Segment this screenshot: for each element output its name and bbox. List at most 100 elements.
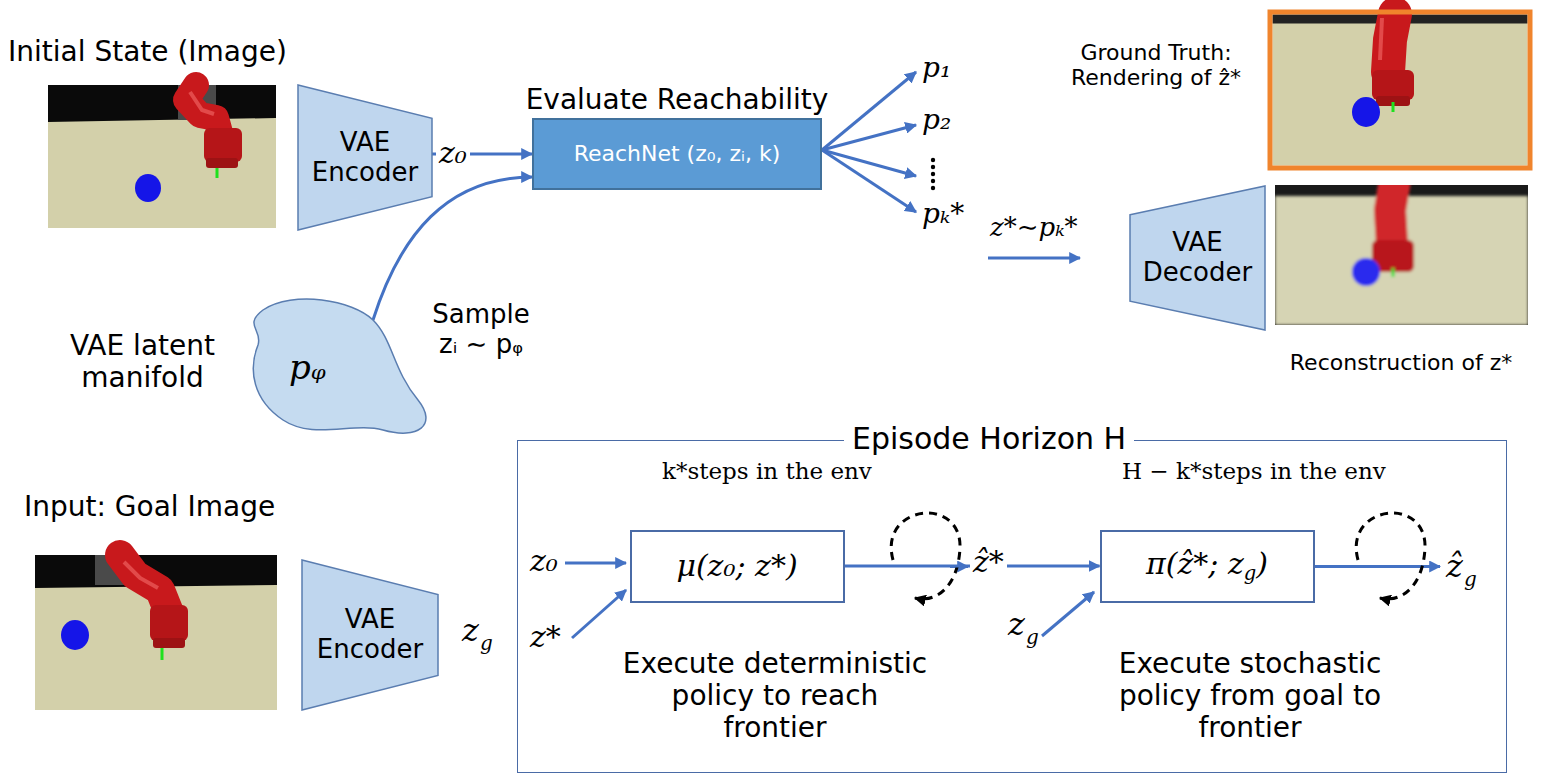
vae-encoder-outline [298, 85, 432, 230]
math-label: g [1464, 568, 1477, 591]
text-holder: VAE Encoder [298, 85, 432, 230]
initial-state-image [204, 128, 242, 162]
math-line: π(ẑ*; zg) [1146, 547, 1268, 585]
edge-label: ẑ* [970, 545, 1007, 580]
initial-state-image [190, 92, 214, 114]
ellipsis-dots [931, 158, 935, 190]
goal-image [35, 555, 277, 710]
frame-title: Episode Horizon H [844, 422, 1134, 457]
latent-manifold: VAE latent manifoldpᵩ [243, 290, 435, 442]
initial-state-image [216, 168, 219, 178]
box-label: VAE Decoder [1142, 228, 1254, 288]
math-label: H − k*steps in the env [1122, 458, 1386, 484]
goal-image [161, 648, 164, 660]
reconstruction-image [1392, 268, 1395, 277]
latent-manifold-outline [243, 290, 435, 442]
math-label: Initial State (Image) [8, 36, 287, 68]
math-label: g [480, 632, 493, 655]
sample-arrow [988, 257, 1080, 260]
text-holder: μ(z₀; z*) [632, 532, 843, 601]
math-label: Input: Goal Image [24, 491, 275, 523]
math-label: k*steps in the env [662, 458, 872, 484]
fan-arrows [822, 72, 916, 212]
fan-arrows [822, 150, 916, 176]
ground-truth-image [1388, 14, 1395, 72]
initial-state-image [48, 85, 276, 228]
box-heading: Evaluate Reachability [526, 84, 829, 116]
initial-state-image [48, 85, 276, 228]
ground-truth-image [1352, 97, 1380, 127]
ellipsis-dots [931, 172, 935, 176]
ellipsis-dots [931, 186, 935, 190]
text-holder: ReachNet (z₀, zᵢ, k) [534, 120, 820, 188]
math-text: ) [1256, 546, 1268, 581]
reconstruction-image [1390, 185, 1395, 245]
caption-text: Reconstruction of z* [1271, 350, 1531, 375]
edge-label: Sample zᵢ ∼ pᵩ [418, 300, 544, 360]
ellipsis-dots [931, 179, 935, 183]
math-label: z [462, 612, 479, 649]
env-loop [1356, 513, 1425, 599]
text-holder: VAE Decoder [1130, 186, 1265, 330]
math-label: ẑ [1446, 548, 1463, 585]
vae-encoder: VAE Encoder [302, 560, 438, 710]
box-label: VAE Encoder [309, 128, 421, 188]
math-label: p₂ [922, 104, 951, 136]
vae-decoder-outline [1130, 186, 1265, 330]
vae-encoder: VAE Encoder [298, 85, 432, 230]
caption-text: Execute stochastic policy from goal to f… [1095, 648, 1405, 745]
goal-image [61, 620, 89, 650]
fan-arrows [822, 150, 916, 212]
goal-image [35, 555, 277, 710]
input-arrows [565, 562, 626, 565]
caption-text: Ground Truth: Rendering of ẑ* [1042, 40, 1270, 91]
text-holder: VAE Encoder [302, 560, 438, 710]
math-label: g [1026, 626, 1039, 649]
initial-state-image [135, 174, 161, 202]
vae-encoder-outline [302, 560, 438, 710]
input-arrows [572, 590, 626, 638]
reconstruction-image [1275, 185, 1528, 325]
ground-truth-image [1270, 12, 1530, 168]
latent-manifold-outline [253, 299, 426, 433]
math-label: z [1008, 606, 1025, 643]
fan-arrows [822, 125, 916, 150]
caption-text: Execute deterministic policy to reach fr… [616, 648, 934, 745]
reconstruction-image [1275, 185, 1528, 325]
math-label: p₁ [922, 52, 951, 84]
ground-truth-image [1372, 70, 1414, 100]
ground-truth-image [1392, 102, 1395, 112]
ellipsis-dots [931, 165, 935, 169]
reconstruction-image [1352, 258, 1380, 286]
math-label: z*∼pₖ* [990, 213, 1078, 243]
initial-state-image [206, 158, 238, 168]
region-label: VAE latent manifold [50, 330, 235, 394]
policy-box: μ(z₀; z*) [630, 530, 845, 603]
sample-arrow [988, 257, 1080, 260]
math-label: z* [530, 620, 561, 655]
edge-label: z₀ [436, 136, 470, 171]
math-text: π(ẑ*; z [1146, 546, 1244, 581]
subscript: g [1244, 562, 1256, 585]
vae-decoder: VAE Decoder [1130, 186, 1265, 330]
policy-box: π(ẑ*; zg) [1100, 530, 1315, 603]
math-label: pₖ* [922, 198, 964, 230]
math-symbol: pᵩ [289, 348, 326, 387]
ground-truth-image [1273, 15, 1528, 166]
ellipsis-dots [931, 158, 935, 162]
fan-arrows [822, 72, 916, 150]
initial-state-image [48, 118, 276, 228]
box-label: ReachNet (z₀, zᵢ, k) [574, 141, 781, 166]
text-holder: π(ẑ*; zg) [1102, 532, 1313, 601]
input-arrows [1042, 592, 1094, 636]
goal-image [150, 605, 188, 641]
box-label: μ(z₀; z*) [676, 549, 797, 584]
env-loop [891, 513, 960, 599]
math-label: z₀ [530, 544, 558, 579]
goal-image [153, 638, 185, 648]
ground-truth-image [1270, 12, 1530, 168]
ground-truth-image [1380, 18, 1382, 60]
reachnet-box: Evaluate ReachabilityReachNet (z₀, zᵢ, k… [532, 118, 822, 190]
goal-image [124, 562, 158, 588]
